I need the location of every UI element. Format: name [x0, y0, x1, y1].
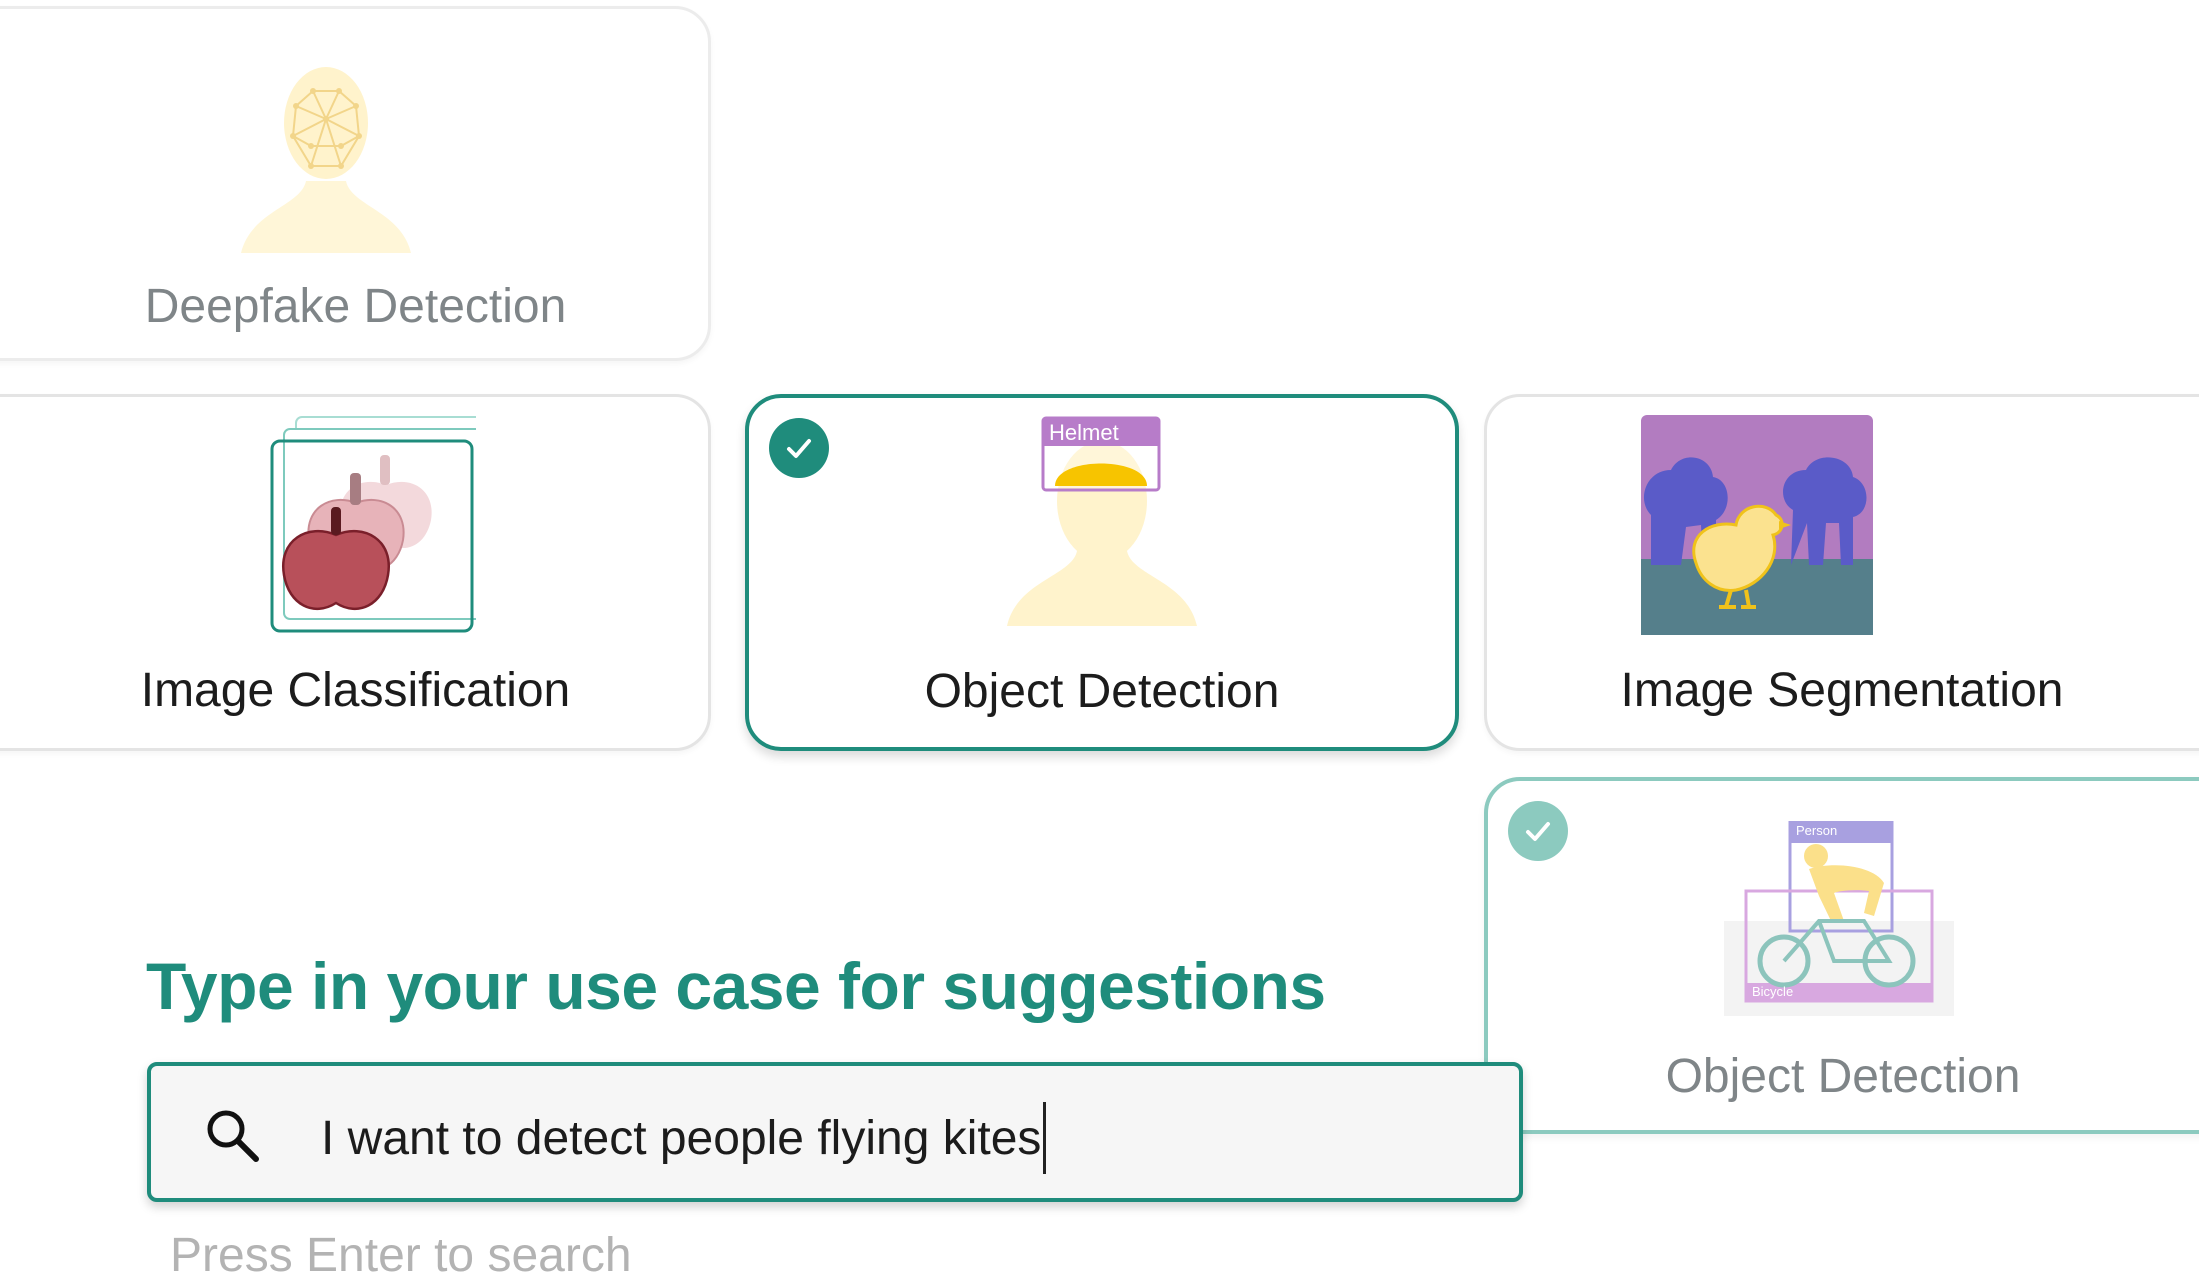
selected-check-icon — [1508, 801, 1568, 861]
text-caret — [1043, 1102, 1047, 1174]
card-image-classification[interactable]: Image Classification — [0, 394, 711, 751]
card-label: Image Classification — [140, 664, 571, 717]
search-icon — [207, 1110, 259, 1162]
card-label: Object Detection — [1665, 1050, 2021, 1103]
use-case-search-input[interactable]: I want to detect people flying kites — [147, 1062, 1523, 1202]
face-mesh-icon — [240, 67, 411, 253]
card-label: Image Segmentation — [1620, 664, 2064, 717]
search-query-text: I want to detect people flying kites — [321, 1111, 1042, 1165]
card-image-segmentation[interactable]: Image Segmentation — [1484, 394, 2199, 751]
apple-stack-icon — [270, 416, 476, 633]
person-tag: Person — [1796, 823, 1838, 838]
selected-check-icon — [769, 418, 829, 478]
bicycle-tag: Bicycle — [1752, 984, 1794, 999]
card-object-detection-suggested[interactable]: Person Bicycle Object Detection — [1484, 777, 2199, 1134]
search-query[interactable]: I want to detect people flying kites — [321, 1102, 1047, 1174]
search-hint: Press Enter to search — [170, 1229, 632, 1278]
helmet-person-illustration: Helmet — [997, 416, 1207, 628]
card-label: Deepfake Detection — [144, 280, 567, 333]
cyclist-illustration: Person Bicycle — [1724, 821, 1954, 1021]
segmentation-illustration — [1641, 415, 1873, 635]
card-object-detection[interactable]: Helmet Object Detection — [745, 394, 1459, 751]
search-heading: Type in your use case for suggestions — [146, 949, 1326, 1023]
card-label: Object Detection — [924, 665, 1280, 718]
card-deepfake-detection[interactable]: Deepfake Detection — [0, 6, 711, 361]
helmet-tag: Helmet — [1049, 420, 1119, 445]
